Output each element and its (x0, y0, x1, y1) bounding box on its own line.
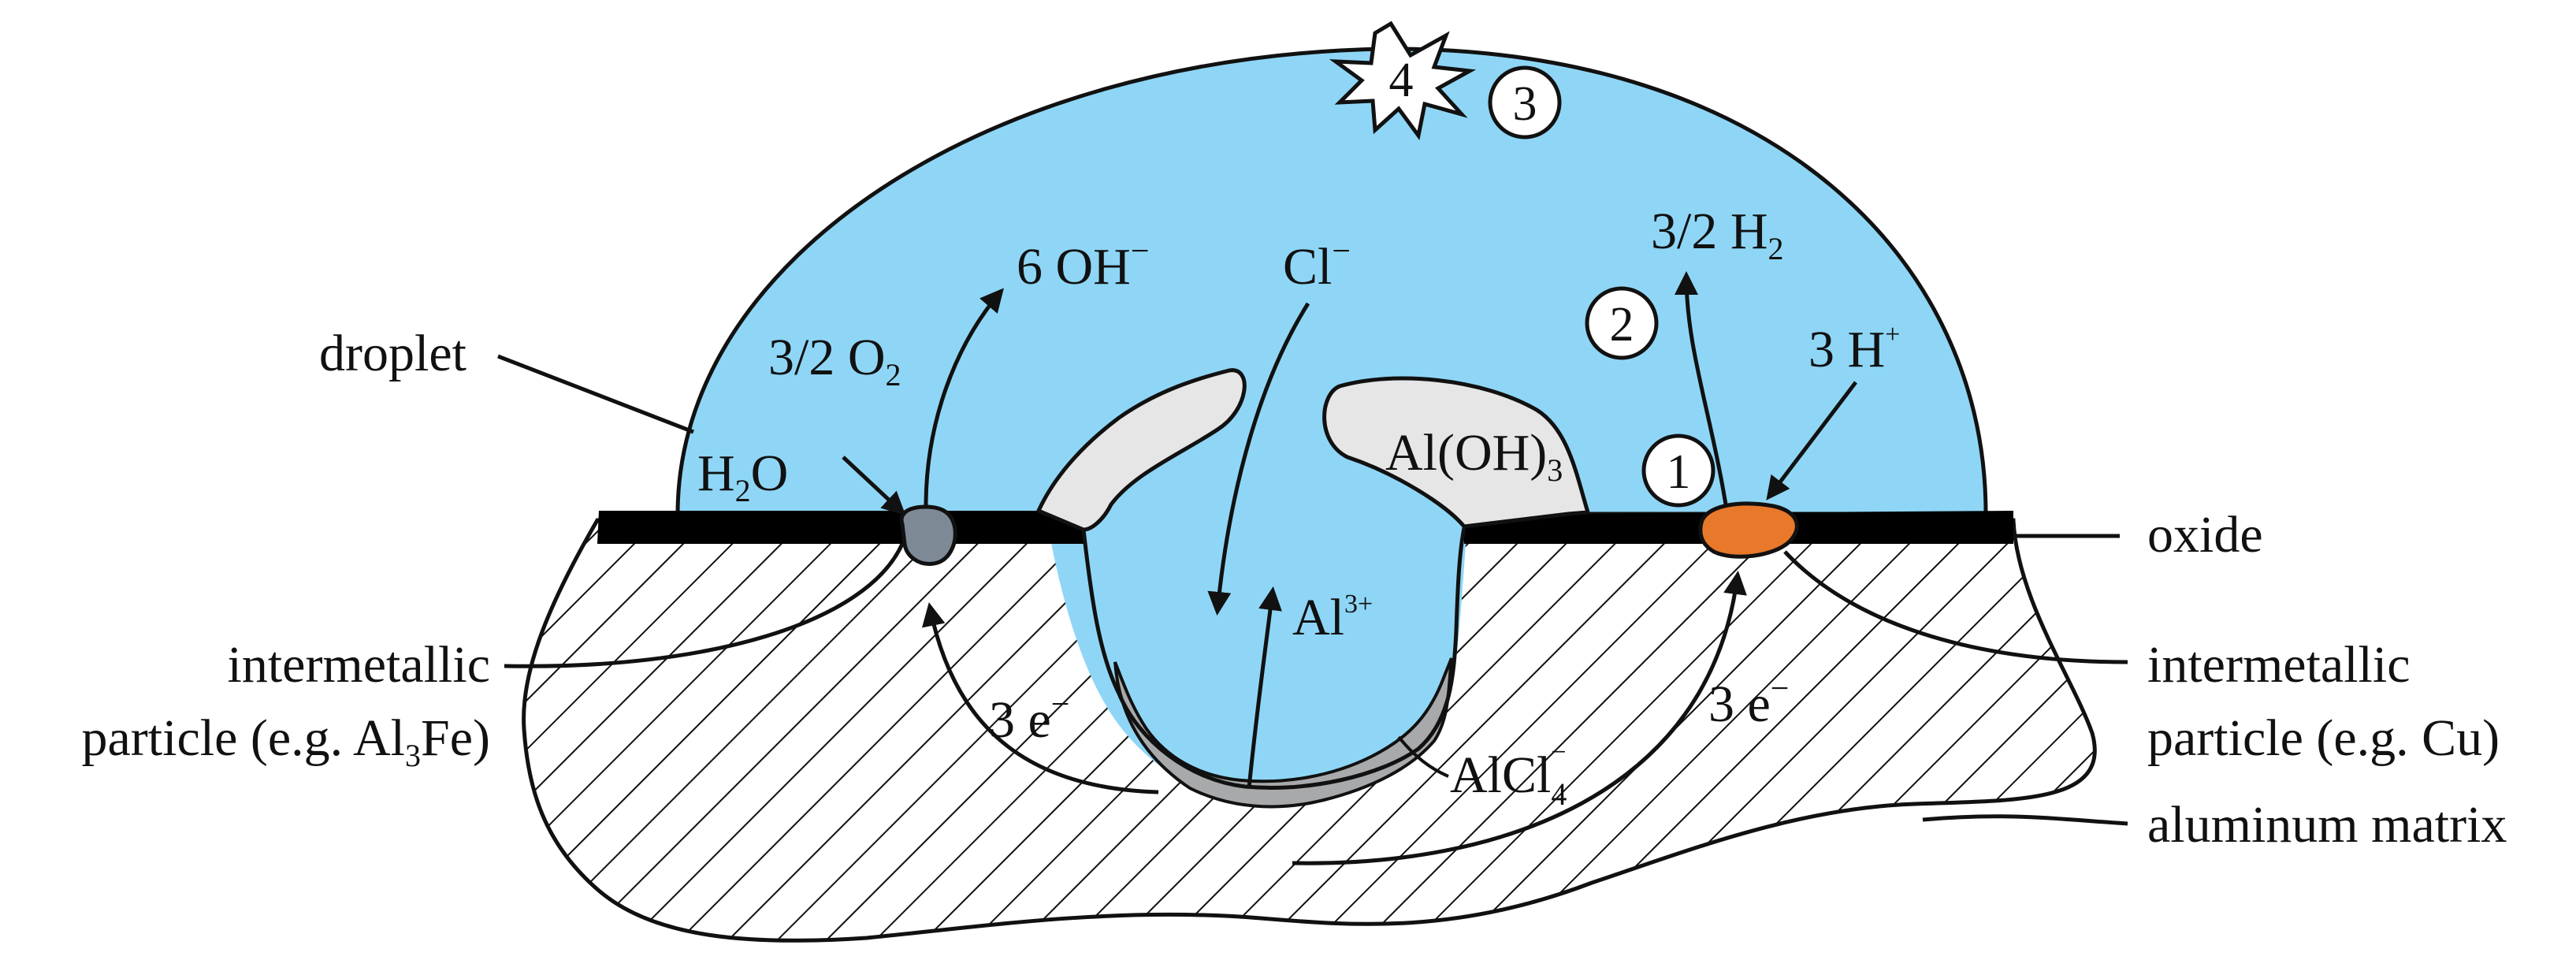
leader-droplet (497, 354, 694, 434)
label-hplus: 3 H+ (1808, 320, 1900, 378)
label-oxide: oxide (2147, 506, 2263, 564)
arrow-electrons-left (922, 602, 1159, 794)
hydroxide-deposit-right (1322, 376, 1591, 529)
leader-intermetallic-right (1783, 550, 2128, 664)
label-alcl4: AlCl4− (1450, 738, 1567, 812)
arrow-h2-out (1675, 271, 1728, 505)
label-oh: 6 OH− (1017, 233, 1150, 296)
leader-alcl4 (1397, 735, 1449, 778)
label-aloh3: Al(OH)3 (1385, 424, 1563, 488)
pit-wall-outline (1081, 527, 1466, 790)
step-4-badge: 4 (1329, 20, 1477, 141)
label-intermetallic-left-line1: intermetallic (227, 636, 490, 694)
chloride-film (1113, 657, 1453, 809)
label-droplet: droplet (319, 325, 467, 382)
oxide-layer-left (597, 511, 1084, 544)
arrow-o2-to-cathode (842, 456, 906, 516)
step-2-badge: 2 (1585, 286, 1659, 360)
svg-text:1: 1 (1667, 445, 1691, 499)
label-electrons-right: 3 e− (1708, 671, 1789, 733)
label-al3: Al3+ (1292, 589, 1373, 646)
label-aluminum-matrix: aluminum matrix (2147, 796, 2507, 854)
label-h2o: H2O (697, 445, 788, 508)
label-intermetallic-right-line2: particle (e.g. Cu) (2147, 709, 2500, 767)
arrow-al3-out (1247, 586, 1282, 789)
label-electrons-left: 3 e− (989, 687, 1069, 749)
label-o2: 3/2 O2 (768, 329, 901, 393)
pit (1044, 504, 1467, 798)
svg-text:3: 3 (1513, 77, 1537, 131)
arrow-cl-into-pit (1207, 302, 1310, 616)
label-intermetallic-left-line2: particle (e.g. Al3Fe) (82, 709, 491, 773)
label-intermetallic-right-line1: intermetallic (2147, 636, 2411, 694)
svg-text:4: 4 (1389, 54, 1414, 107)
step-1-badge: 1 (1641, 433, 1715, 508)
arrow-oh-out (924, 288, 1004, 507)
leader-aluminum-matrix (1922, 814, 2128, 826)
leader-intermetallic-left (504, 542, 905, 668)
step-3-badge: 3 (1488, 65, 1562, 140)
label-h2: 3/2 H2 (1651, 203, 1784, 266)
label-cl: Cl− (1283, 233, 1351, 296)
hydroxide-deposit-left (1035, 368, 1247, 532)
arrow-electrons-right (1292, 571, 1747, 865)
intermetallic-particle-right (1698, 501, 1799, 559)
svg-text:2: 2 (1610, 298, 1634, 352)
intermetallic-particle-left (899, 504, 957, 566)
arrow-hplus-to-cathode (1766, 381, 1857, 500)
